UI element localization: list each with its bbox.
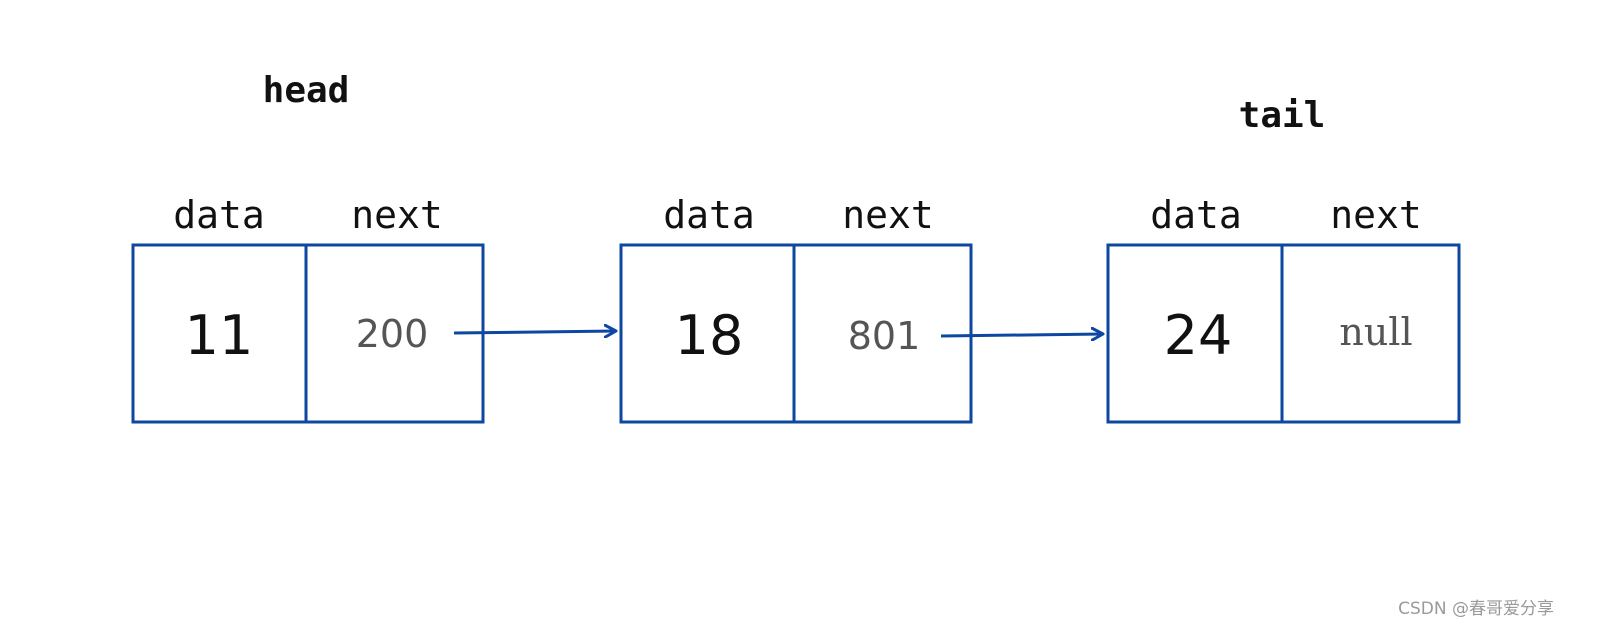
node-2-next-value: 801 bbox=[848, 314, 921, 358]
head-label: head bbox=[263, 70, 350, 111]
node-3-data-value: 24 bbox=[1164, 304, 1233, 367]
node-3-next-cell bbox=[1280, 243, 1461, 424]
arrow-node-1-to-node-2 bbox=[453, 331, 616, 333]
node-1: data next 11 200 bbox=[131, 193, 485, 424]
node-1-next-value: 200 bbox=[356, 312, 429, 356]
arrow-node-2-to-node-3 bbox=[940, 334, 1103, 336]
node-1-next-cell bbox=[304, 243, 485, 424]
node-1-data-cell bbox=[131, 243, 308, 424]
node-3: data next 24 null bbox=[1106, 193, 1461, 424]
node-2-next-cell bbox=[792, 243, 973, 424]
node-2-data-value: 18 bbox=[675, 304, 744, 367]
node-2-data-label: data bbox=[663, 193, 755, 237]
node-3-data-label: data bbox=[1150, 193, 1242, 237]
node-2-data-cell bbox=[619, 243, 796, 424]
node-2-next-label: next bbox=[842, 193, 934, 237]
node-1-data-value: 11 bbox=[185, 304, 254, 367]
node-3-data-cell bbox=[1106, 243, 1284, 424]
watermark: CSDN @春哥爱分享 bbox=[1398, 599, 1554, 619]
node-3-next-value: null bbox=[1339, 310, 1412, 354]
tail-label: tail bbox=[1239, 95, 1326, 136]
node-1-next-label: next bbox=[351, 193, 443, 237]
node-3-next-label: next bbox=[1330, 193, 1422, 237]
node-1-data-label: data bbox=[173, 193, 265, 237]
node-2: data next 18 801 bbox=[619, 193, 973, 424]
